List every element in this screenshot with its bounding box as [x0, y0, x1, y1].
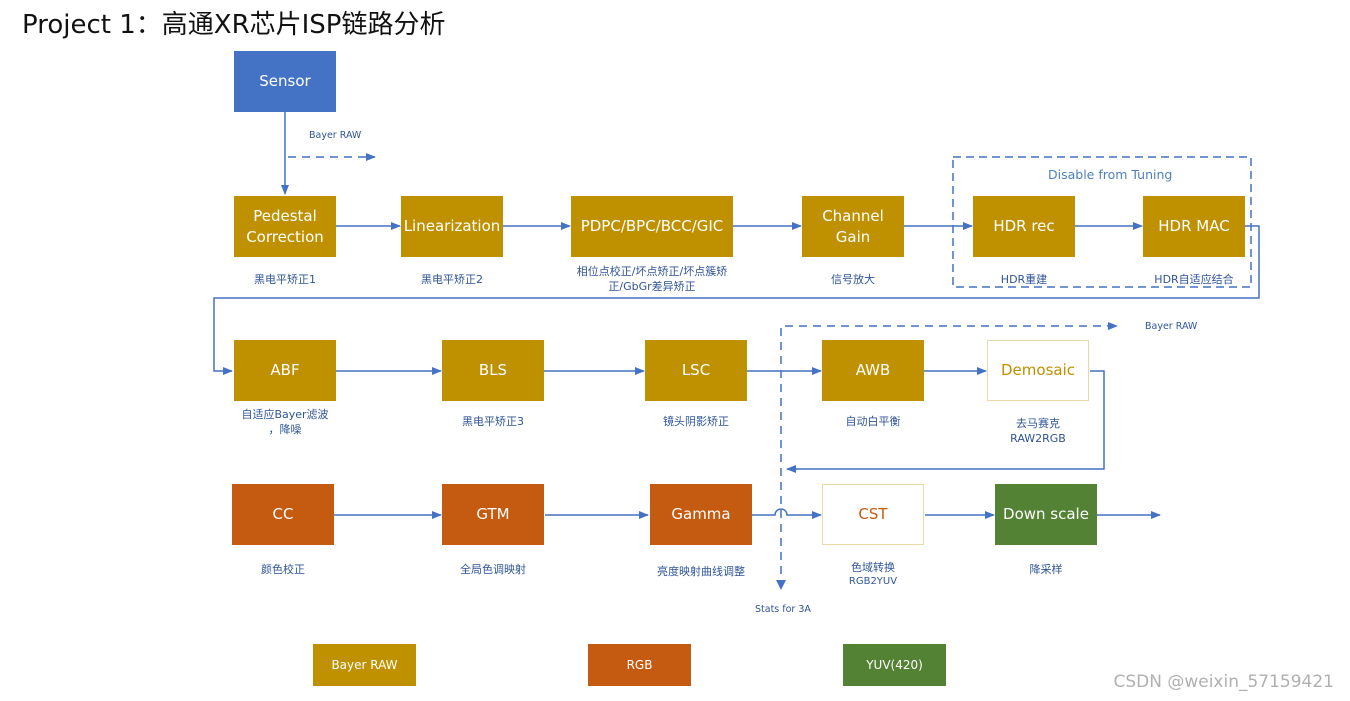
- awb-label: AWB: [855, 361, 891, 379]
- cst-caption-line1: 色域转换: [851, 561, 895, 574]
- linearization-caption: 黑电平矫正2: [421, 273, 483, 286]
- hdr-rec-node[interactable]: HDR rec: [973, 196, 1075, 257]
- legend-rgb: RGB: [588, 644, 691, 686]
- demosaic-caption-line2: RAW2RGB: [1010, 432, 1066, 445]
- gtm-caption: 全局色调映射: [460, 563, 526, 576]
- connector-row1-row2: [213, 225, 1260, 375]
- pedestal-correction-node[interactable]: Pedestal Correction: [234, 196, 336, 257]
- gamma-label: Gamma: [671, 505, 731, 523]
- hdr-mac-caption: HDR自适应结合: [1154, 273, 1234, 286]
- bayer-raw-mid-label: Bayer RAW: [1145, 321, 1198, 332]
- channel-gain-label: Channel Gain: [822, 206, 884, 246]
- disable-tuning-box: [952, 156, 1252, 288]
- channel-gain-caption: 信号放大: [831, 273, 875, 286]
- arrow-gamma-cst: [752, 508, 822, 519]
- hdr-mac-node[interactable]: HDR MAC: [1143, 196, 1245, 257]
- gamma-node[interactable]: Gamma: [650, 484, 752, 545]
- awb-node[interactable]: AWB: [822, 340, 924, 401]
- bayer-raw-top-label: Bayer RAW: [309, 130, 362, 141]
- disable-tuning-label: Disable from Tuning: [1048, 167, 1173, 182]
- cst-caption-line2: RGB2YUV: [848, 576, 898, 587]
- demosaic-label: Demosaic: [1001, 361, 1075, 379]
- abf-node[interactable]: ABF: [234, 340, 336, 401]
- dashed-arrow-bayer-raw-mid: [780, 322, 1118, 588]
- down-scale-label: Down scale: [1003, 505, 1089, 523]
- pedestal-correction-label: Pedestal Correction: [246, 206, 324, 246]
- abf-caption-line2: ，降噪: [268, 423, 302, 436]
- cc-node[interactable]: CC: [232, 484, 334, 545]
- bls-node[interactable]: BLS: [442, 340, 544, 401]
- lsc-label: LSC: [681, 361, 711, 379]
- cst-label: CST: [858, 505, 888, 523]
- legend-bayer-raw-label: Bayer RAW: [331, 658, 398, 672]
- linearization-node[interactable]: Linearization: [401, 196, 503, 257]
- abf-label: ABF: [270, 361, 300, 379]
- abf-caption-line1: 自适应Bayer滤波: [241, 408, 329, 421]
- hdr-rec-caption: HDR重建: [1000, 273, 1048, 286]
- hdr-mac-label: HDR MAC: [1158, 217, 1230, 235]
- stats-3a-label: Stats for 3A: [755, 604, 811, 615]
- demosaic-node[interactable]: Demosaic: [987, 340, 1089, 401]
- channel-gain-node[interactable]: Channel Gain: [802, 196, 904, 257]
- legend-bayer-raw: Bayer RAW: [313, 644, 416, 686]
- legend-rgb-label: RGB: [626, 658, 653, 672]
- gtm-node[interactable]: GTM: [442, 484, 544, 545]
- gtm-label: GTM: [476, 505, 510, 523]
- watermark: CSDN @weixin_57159421: [1113, 672, 1334, 692]
- pedestal-caption: 黑电平矫正1: [254, 273, 316, 286]
- down-scale-caption: 降采样: [1029, 563, 1063, 576]
- bls-caption: 黑电平矫正3: [462, 415, 524, 428]
- legend-yuv-label: YUV(420): [866, 658, 923, 672]
- lsc-caption: 镜头阴影矫正: [663, 415, 729, 428]
- gamma-caption: 亮度映射曲线调整: [657, 565, 745, 578]
- pdpc-label: PDPC/BPC/BCC/GIC: [580, 217, 724, 235]
- sensor-node[interactable]: Sensor: [234, 51, 336, 112]
- legend-yuv: YUV(420): [843, 644, 946, 686]
- awb-caption: 自动白平衡: [845, 415, 901, 428]
- stats-arrow-head: [776, 580, 786, 590]
- demosaic-caption-line1: 去马赛克: [1016, 417, 1060, 430]
- linearization-label: Linearization: [403, 217, 501, 235]
- sensor-label: Sensor: [259, 72, 311, 90]
- down-scale-node[interactable]: Down scale: [995, 484, 1097, 545]
- bls-label: BLS: [478, 361, 508, 379]
- pdpc-node[interactable]: PDPC/BPC/BCC/GIC: [571, 196, 733, 257]
- pdpc-caption-line1: 相位点校正/坏点矫正/坏点簇矫: [576, 265, 728, 278]
- cst-node[interactable]: CST: [822, 484, 924, 545]
- page-title: Project 1：高通XR芯片ISP链路分析: [22, 10, 446, 40]
- cc-caption: 颜色校正: [261, 563, 305, 576]
- hdr-rec-label: HDR rec: [993, 217, 1055, 235]
- pdpc-caption-line2: 正/GbGr差异矫正: [608, 280, 696, 293]
- lsc-node[interactable]: LSC: [645, 340, 747, 401]
- cc-label: CC: [272, 505, 294, 523]
- connector-row2-row3: [786, 370, 1105, 473]
